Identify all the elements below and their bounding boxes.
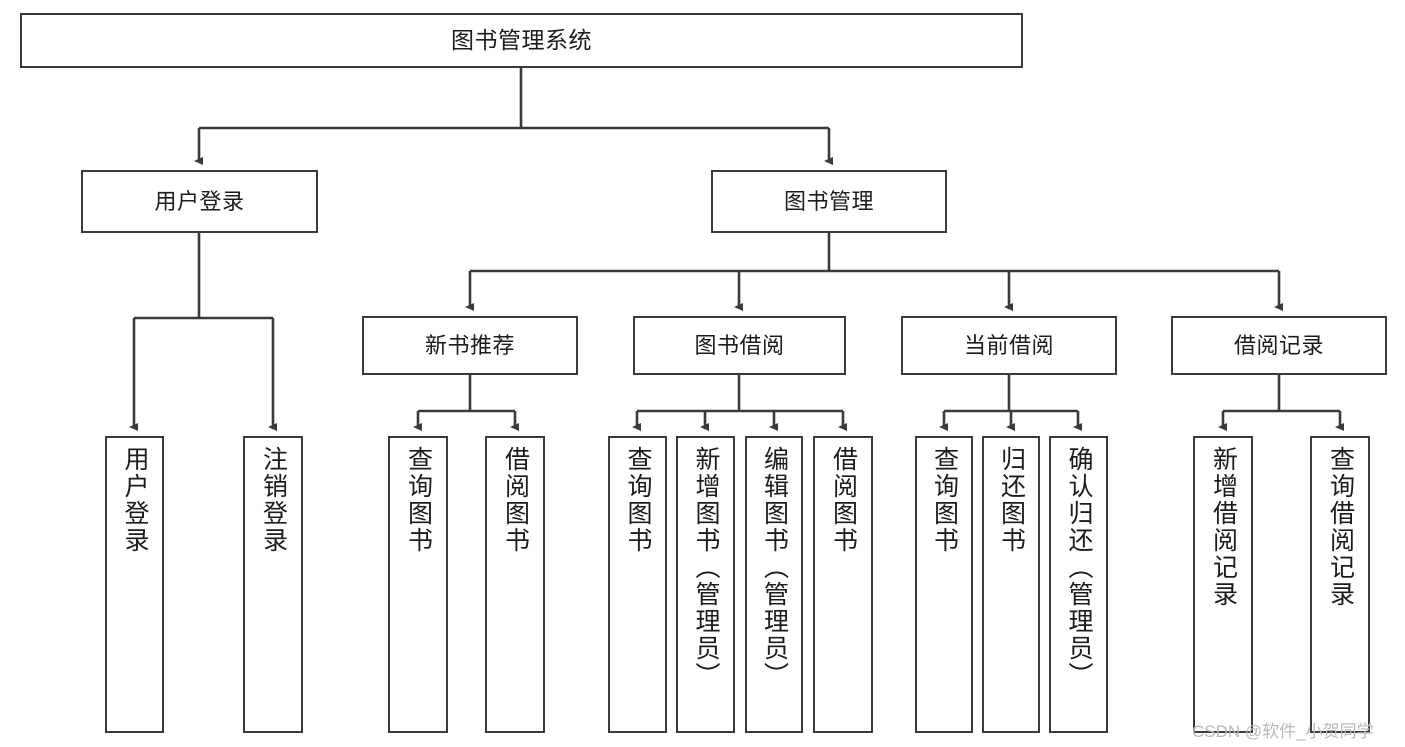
- node-leaf-add-borrow-record[interactable]: 新增借阅记录: [1193, 436, 1253, 733]
- csdn-watermark: CSDN @软件_小贺同学: [1192, 722, 1374, 741]
- node-current-borrow-label: 当前借阅: [963, 332, 1054, 358]
- node-leaf-borrow-book-1[interactable]: 借阅图书: [485, 436, 545, 733]
- node-user-login[interactable]: 用户登录: [81, 170, 318, 233]
- node-book-management[interactable]: 图书管理: [711, 170, 947, 233]
- node-leaf-logout-login[interactable]: 注销登录: [243, 436, 303, 733]
- node-leaf-borrow-book-2-label: 借阅图书: [829, 446, 858, 554]
- node-leaf-query-borrow-record[interactable]: 查询借阅记录: [1310, 436, 1370, 733]
- node-leaf-add-borrow-record-label: 新增借阅记录: [1209, 446, 1238, 608]
- node-leaf-confirm-return-admin-label: 确认归还（管理员）: [1065, 446, 1093, 689]
- node-leaf-return-book[interactable]: 归还图书: [982, 436, 1040, 733]
- node-book-borrow-label: 图书借阅: [694, 332, 785, 358]
- node-leaf-query-book-2-label: 查询图书: [624, 446, 652, 554]
- node-leaf-user-login-label: 用户登录: [121, 446, 149, 554]
- node-user-login-label: 用户登录: [154, 188, 245, 214]
- node-leaf-query-book-3-label: 查询图书: [930, 446, 959, 554]
- node-leaf-return-book-label: 归还图书: [997, 446, 1026, 554]
- node-book-borrow[interactable]: 图书借阅: [633, 316, 846, 375]
- node-leaf-query-book-1-label: 查询图书: [404, 446, 433, 554]
- node-new-book-recommend-label: 新书推荐: [424, 332, 515, 358]
- node-borrow-record-label: 借阅记录: [1233, 332, 1324, 358]
- node-leaf-query-borrow-record-label: 查询借阅记录: [1326, 446, 1355, 608]
- node-root[interactable]: 图书管理系统: [20, 13, 1023, 68]
- node-leaf-edit-book-admin-label: 编辑图书（管理员）: [760, 446, 789, 689]
- node-leaf-borrow-book-2[interactable]: 借阅图书: [813, 436, 873, 733]
- node-leaf-query-book-3[interactable]: 查询图书: [915, 436, 973, 733]
- node-current-borrow[interactable]: 当前借阅: [901, 316, 1117, 375]
- node-leaf-confirm-return-admin[interactable]: 确认归还（管理员）: [1049, 436, 1108, 733]
- node-leaf-borrow-book-1-label: 借阅图书: [501, 446, 530, 554]
- node-leaf-edit-book-admin[interactable]: 编辑图书（管理员）: [745, 436, 803, 733]
- node-root-label: 图书管理系统: [451, 26, 592, 53]
- node-borrow-record[interactable]: 借阅记录: [1171, 316, 1387, 375]
- node-leaf-query-book-1[interactable]: 查询图书: [388, 436, 448, 733]
- node-new-book-recommend[interactable]: 新书推荐: [362, 316, 578, 375]
- node-leaf-query-book-2[interactable]: 查询图书: [608, 436, 667, 733]
- node-leaf-logout-login-label: 注销登录: [259, 446, 288, 554]
- node-leaf-add-book-admin[interactable]: 新增图书（管理员）: [676, 436, 735, 733]
- node-leaf-add-book-admin-label: 新增图书（管理员）: [692, 446, 720, 689]
- node-leaf-user-login[interactable]: 用户登录: [105, 436, 164, 733]
- node-book-management-label: 图书管理: [783, 188, 874, 214]
